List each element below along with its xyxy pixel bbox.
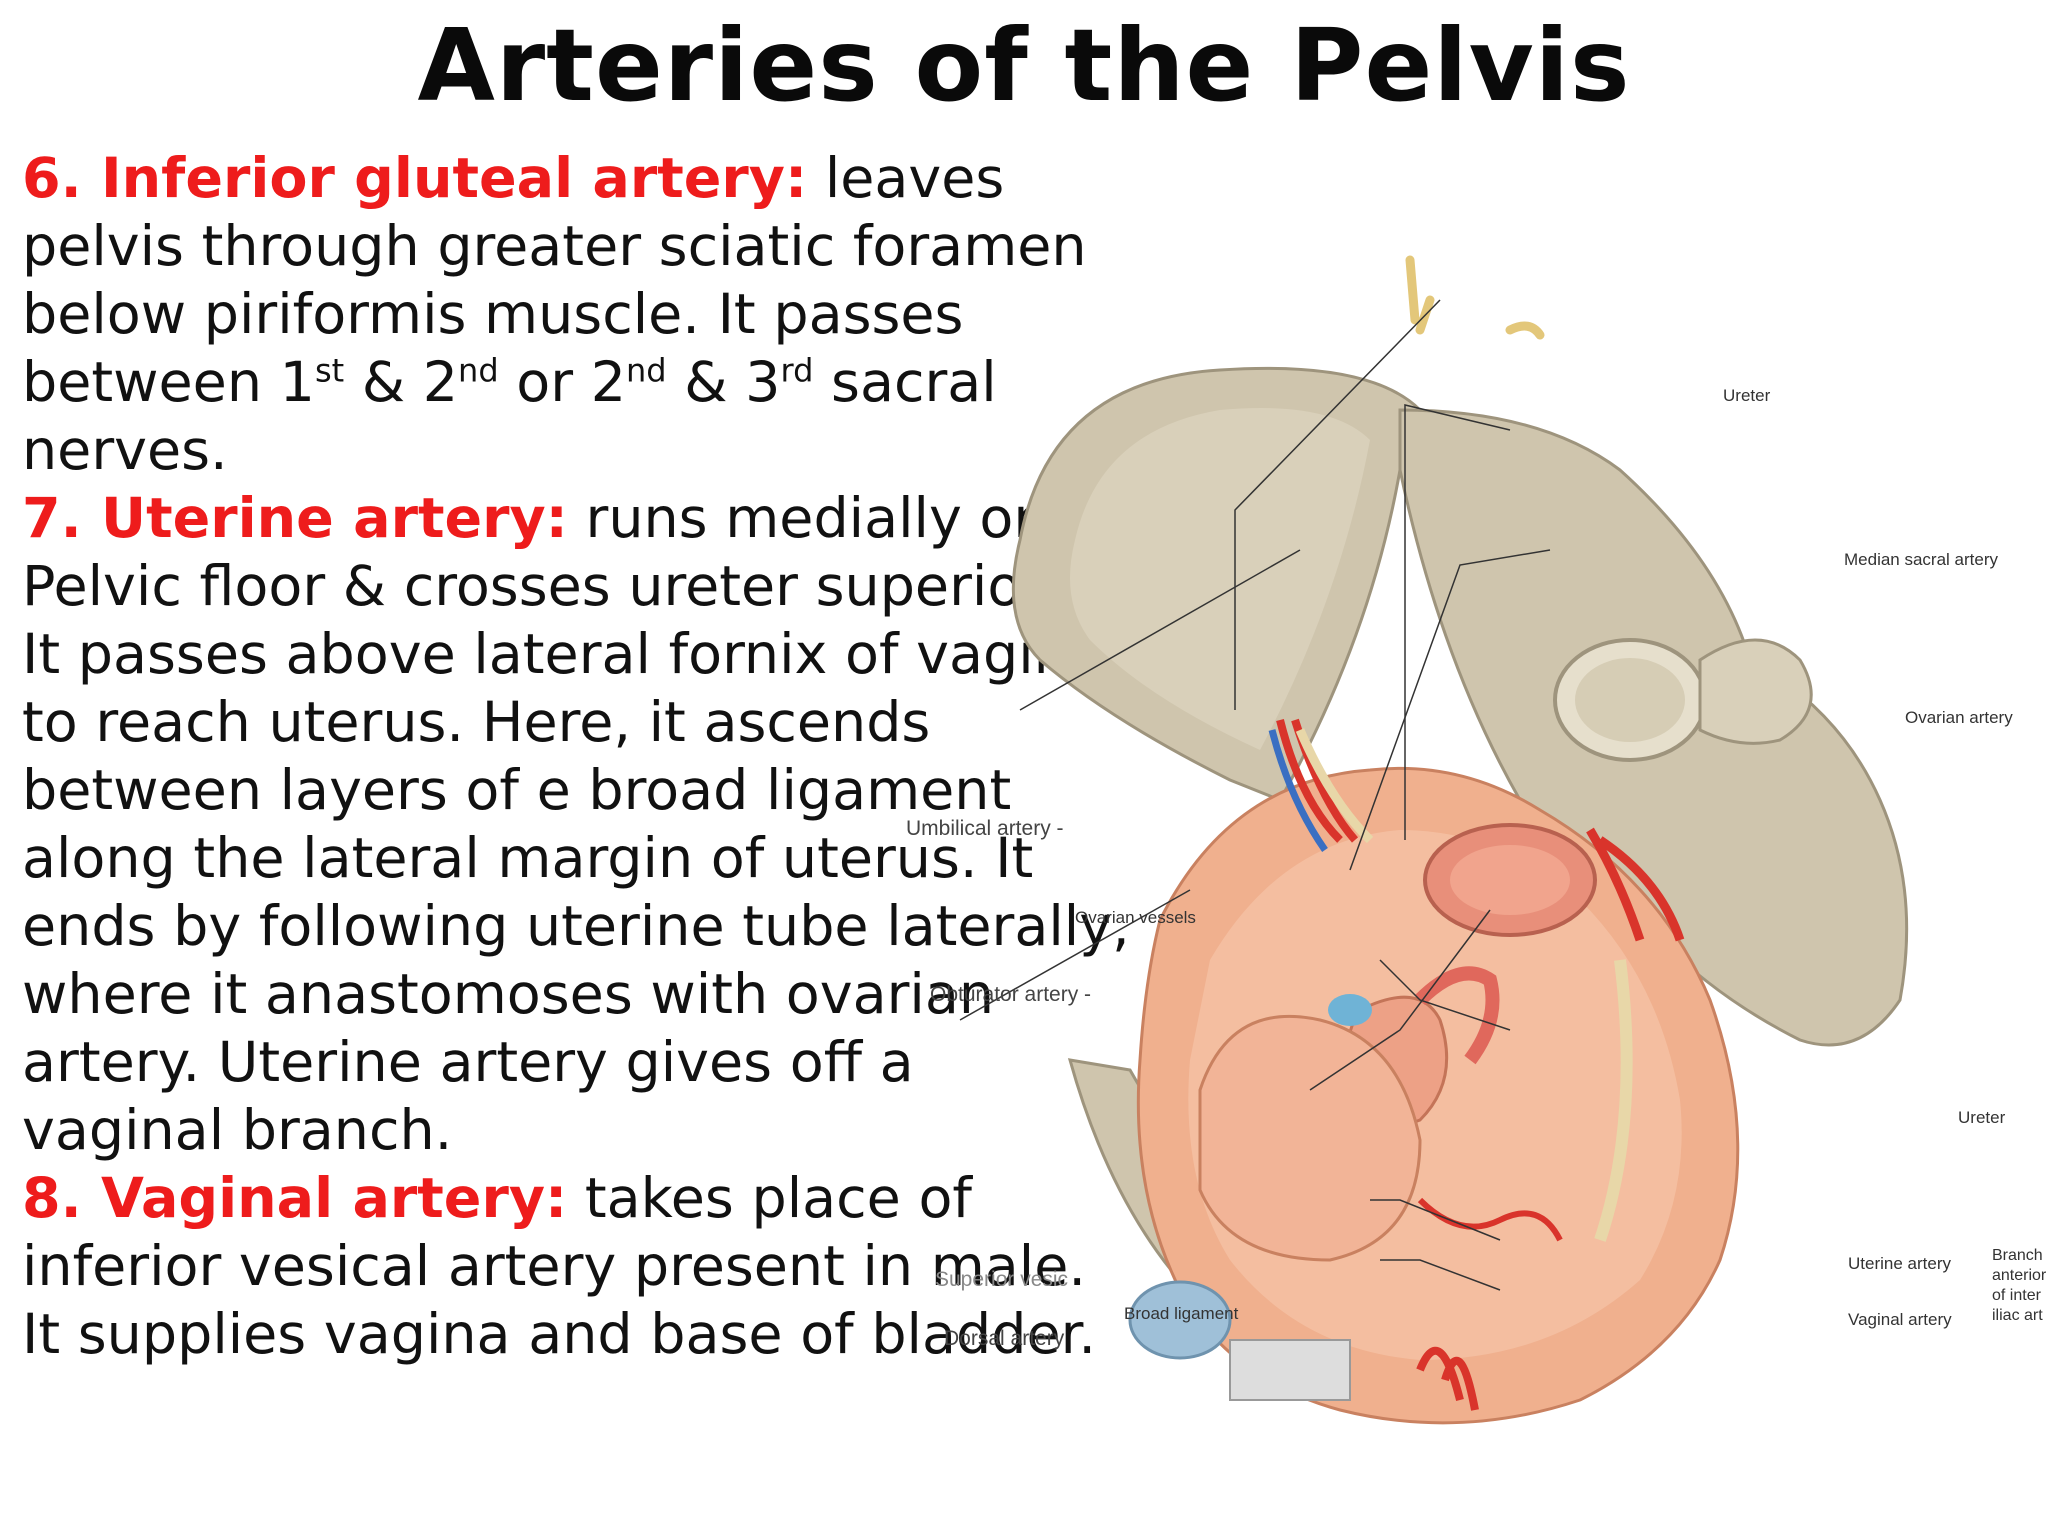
text-vaginal: takes place of inferior vesical artery p…	[22, 1166, 1096, 1367]
label-broad-ligament: Broad ligament	[1124, 1304, 1239, 1323]
slide-title: Arteries of the Pelvis	[417, 7, 1631, 124]
label-dorsal-artery: Dorsal artery	[944, 1327, 1065, 1350]
section-inferior-gluteal: 6. Inferior gluteal artery: leaves pelvi…	[22, 145, 1132, 485]
label-branches-line4: iliac art	[1992, 1307, 2043, 1324]
section-uterine: 7. Uterine artery: runs medially on Pelv…	[22, 485, 1132, 1165]
slide-body: 6. Inferior gluteal artery: leaves pelvi…	[22, 145, 1132, 1369]
sup-nd-1: nd	[458, 351, 499, 390]
text-uterine: runs medially on Pelvic floor & crosses …	[22, 486, 1130, 1163]
section-vaginal: 8. Vaginal artery: takes place of inferi…	[22, 1165, 1132, 1369]
label-obturator-artery: Obturator artery -	[930, 983, 1092, 1006]
heading-uterine: 7. Uterine artery:	[22, 486, 568, 551]
label-superior-vesical-artery: Superior vesic	[935, 1268, 1069, 1291]
label-ureter-top: Ureter	[1723, 386, 1771, 405]
text-inferior-gluteal-1: leaves pelvis through greater sciatic fo…	[22, 146, 1087, 415]
label-ureter-right: Ureter	[1958, 1108, 2006, 1127]
text-inferior-gluteal-2: & 2	[344, 350, 459, 415]
text-inferior-gluteal-4: & 3	[666, 350, 781, 415]
label-uterine-artery: Uterine artery	[1848, 1254, 1951, 1273]
label-branches-line1: Branch	[1992, 1247, 2043, 1264]
label-umbilical-artery: Umbilical artery -	[906, 817, 1064, 840]
heading-inferior-gluteal: 6. Inferior gluteal artery:	[22, 146, 808, 211]
label-median-sacral-artery: Median sacral artery	[1844, 550, 1999, 569]
text-inferior-gluteal-5: sacral nerves.	[22, 350, 997, 483]
sup-rd: rd	[780, 351, 814, 390]
sup-st: st	[314, 351, 345, 390]
sup-nd-2: nd	[626, 351, 667, 390]
label-branches-line2: anterior	[1992, 1267, 2047, 1284]
label-vaginal-artery: Vaginal artery	[1848, 1310, 1952, 1329]
text-inferior-gluteal-3: or 2	[498, 350, 627, 415]
label-branches: Branch anterior of inter iliac art	[1992, 1246, 2046, 1326]
heading-vaginal: 8. Vaginal artery:	[22, 1166, 568, 1231]
pelvis-drawing	[959, 255, 1909, 1425]
pelvis-illustration: Ureter Median sacral artery Ovarian arte…	[900, 240, 2048, 1470]
label-ovarian-artery: Ovarian artery	[1905, 708, 2013, 727]
label-branches-line3: of inter	[1992, 1287, 2041, 1304]
label-ovarian-vessels: Ovarian vessels	[1075, 908, 1196, 927]
